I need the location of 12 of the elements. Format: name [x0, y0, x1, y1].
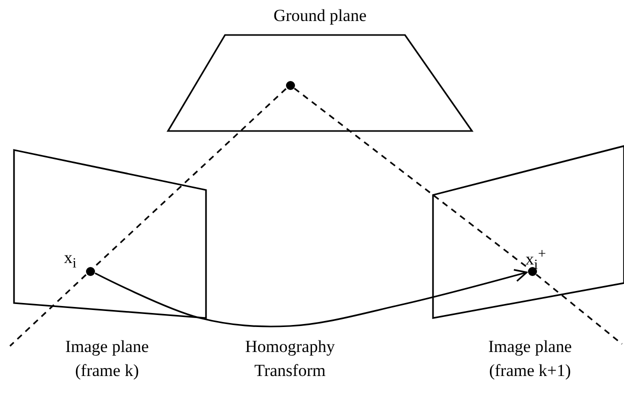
- point-dot: [528, 266, 536, 276]
- point-dot: [86, 266, 94, 276]
- arrow: [94, 269, 528, 328]
- point-label: x$_{i}$: [64, 248, 76, 274]
- projection-line: [536, 274, 622, 345]
- plane-label: Ground plane: [272, 5, 368, 27]
- projection-line: [294, 88, 528, 268]
- projection-line: [9, 274, 87, 347]
- point-dot: [286, 80, 294, 90]
- plane-label: Image plane (frame k+1): [487, 336, 573, 382]
- plane-label: Image plane (frame k): [64, 336, 150, 382]
- projection-line: [93, 88, 287, 268]
